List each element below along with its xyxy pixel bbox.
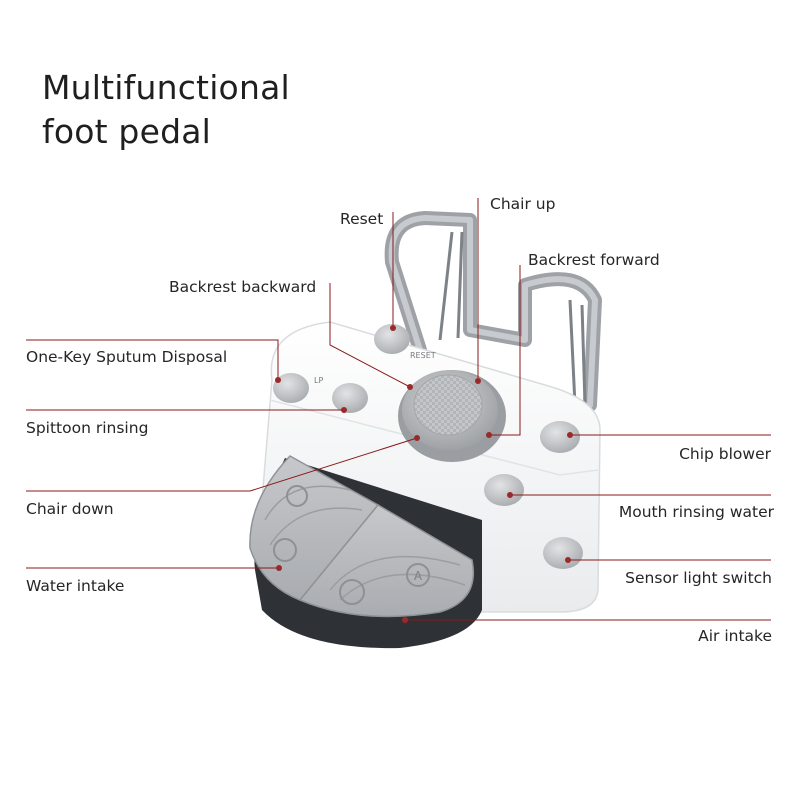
buttons: RESET LP — [273, 324, 583, 569]
lp-mark: LP — [314, 376, 323, 385]
label-one-key-sputum: One-Key Sputum Disposal — [26, 348, 227, 366]
chip-blower-button[interactable] — [540, 421, 580, 453]
sensor-light-button[interactable] — [543, 537, 583, 569]
title-line-2: foot pedal — [42, 112, 212, 151]
callout-labels: Reset Chair up Backrest forward Backrest… — [26, 195, 775, 645]
label-water-intake: Water intake — [26, 577, 124, 595]
label-mouth-rinsing-water: Mouth rinsing water — [619, 503, 775, 521]
foot-pedals: A — [249, 455, 482, 649]
label-sensor-light-switch: Sensor light switch — [625, 569, 772, 587]
label-chair-up: Chair up — [490, 195, 555, 213]
title-line-1: Multifunctional — [42, 68, 290, 107]
label-backrest-forward: Backrest forward — [528, 251, 660, 269]
carry-handle — [384, 211, 602, 412]
sputum-disposal-button[interactable] — [273, 373, 309, 403]
label-reset: Reset — [340, 210, 383, 228]
reset-mark: RESET — [410, 351, 436, 360]
label-chair-down: Chair down — [26, 500, 114, 518]
mouth-rinsing-button[interactable] — [484, 474, 524, 506]
label-air-intake: Air intake — [698, 627, 772, 645]
label-spittoon-rinsing: Spittoon rinsing — [26, 419, 148, 437]
leader-lines — [26, 198, 771, 621]
chair-joystick[interactable] — [398, 370, 506, 462]
pedal-a-mark: A — [414, 569, 423, 583]
leader-dots — [275, 325, 573, 623]
label-chip-blower: Chip blower — [679, 445, 772, 463]
page-title: Multifunctional foot pedal — [42, 66, 290, 154]
spittoon-rinsing-button[interactable] — [332, 383, 368, 413]
reset-button[interactable] — [374, 324, 410, 354]
label-backrest-backward: Backrest backward — [169, 278, 316, 296]
